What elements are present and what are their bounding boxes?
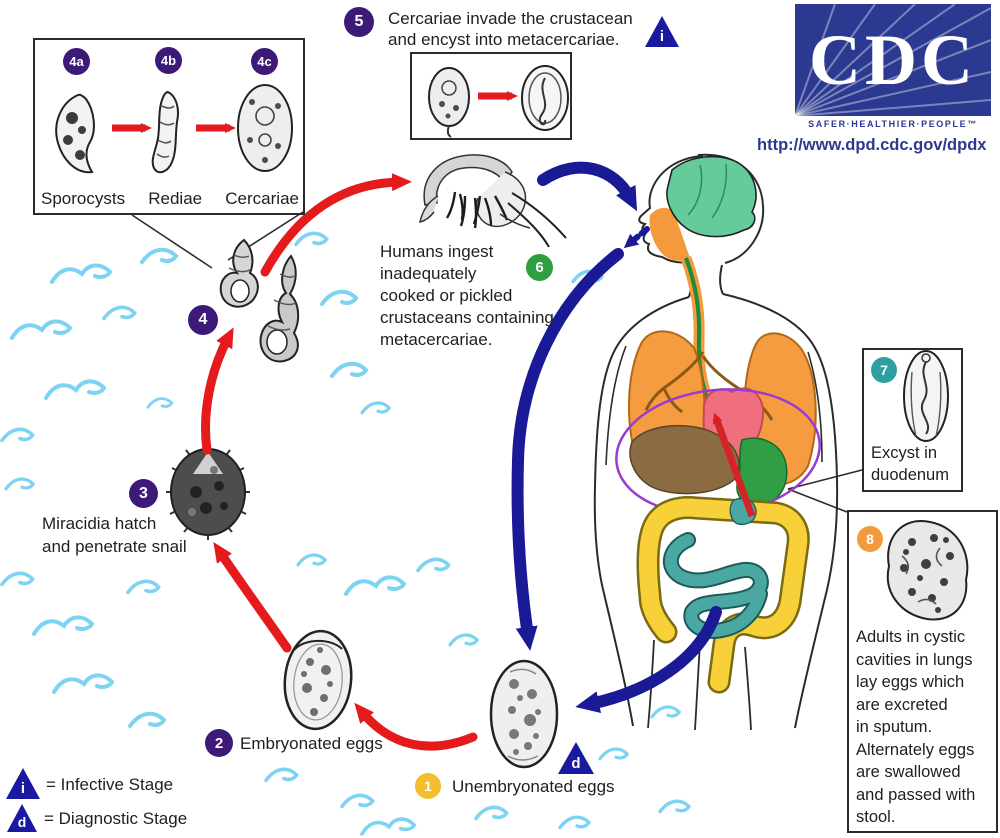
red-cycle-arrows bbox=[201, 173, 478, 751]
step-3-label: Miracidia hatch and penetrate snail bbox=[42, 514, 187, 556]
legend-infective-label: = Infective Stage bbox=[46, 775, 174, 794]
step-7-badge: 7 bbox=[871, 357, 897, 383]
step-5-label: Cercariae invade the crustacean and ency… bbox=[388, 9, 633, 49]
excyst-duodenum-box: 7 Excyst in duodenum bbox=[862, 348, 963, 492]
step-2-badge: 2 bbox=[205, 729, 233, 757]
step-4-badge: 4 bbox=[188, 305, 218, 335]
cercaria-metacercaria-box bbox=[410, 52, 572, 140]
navy-arrows bbox=[511, 161, 722, 713]
stage-4b-badge: 4b bbox=[155, 47, 182, 74]
cdc-logo-text: CDC bbox=[809, 19, 977, 100]
step-8-badge: 8 bbox=[857, 526, 883, 552]
stage-4c-badge: 4c bbox=[251, 48, 278, 75]
step-7-label: Excyst in duodenum bbox=[871, 444, 949, 484]
step-6-label: Humans ingest inadequately cooked or pic… bbox=[380, 242, 554, 349]
step-5-badge: 5 bbox=[344, 7, 374, 37]
stagebox-drawings bbox=[55, 84, 293, 174]
rediae-label: Rediae bbox=[148, 189, 203, 208]
embryonated-egg-drawing bbox=[283, 629, 353, 731]
stage-labels: Sporocysts Rediae Cercariae bbox=[41, 189, 299, 209]
cercariae-label: Cercariae bbox=[225, 189, 299, 208]
sporocyst-redia-cercaria-box: 4a 4b 4c Sporocysts Rediae Cercariae bbox=[33, 38, 305, 215]
box8-drawing bbox=[886, 520, 969, 621]
human-body-drawing bbox=[593, 153, 839, 731]
step-6-badge: 6 bbox=[526, 254, 553, 281]
step-3-badge: 3 bbox=[129, 479, 158, 508]
adults-in-lungs-box: 8 Adults in cystic cavities in lungs lay… bbox=[847, 510, 998, 833]
step-8-label: Adults in cystic cavities in lungs lay e… bbox=[856, 628, 976, 826]
step-2-label: Embryonated eggs bbox=[240, 734, 383, 753]
cdc-tagline: SAFER·HEALTHIER·PEOPLE™ bbox=[808, 119, 978, 129]
legend-diagnostic-label: = Diagnostic Stage bbox=[44, 809, 188, 828]
cdc-logo-rays bbox=[795, 4, 991, 116]
step-1-label: Unembryonated eggs bbox=[452, 777, 615, 796]
cdc-logo: CDC bbox=[795, 4, 991, 116]
box7-drawing bbox=[903, 350, 949, 442]
cdc-url-link[interactable]: http://www.dpd.cdc.gov/dpdx bbox=[757, 136, 987, 154]
step-1-badge: 1 bbox=[415, 773, 441, 799]
miracidium-drawing bbox=[166, 444, 250, 540]
box5-drawings bbox=[428, 65, 569, 138]
stage-4a-badge: 4a bbox=[63, 48, 90, 75]
crustacean-drawing bbox=[419, 154, 567, 248]
snails-drawing bbox=[219, 238, 300, 363]
sporocysts-label: Sporocysts bbox=[41, 189, 126, 208]
unembryonated-egg-drawing bbox=[489, 659, 559, 769]
